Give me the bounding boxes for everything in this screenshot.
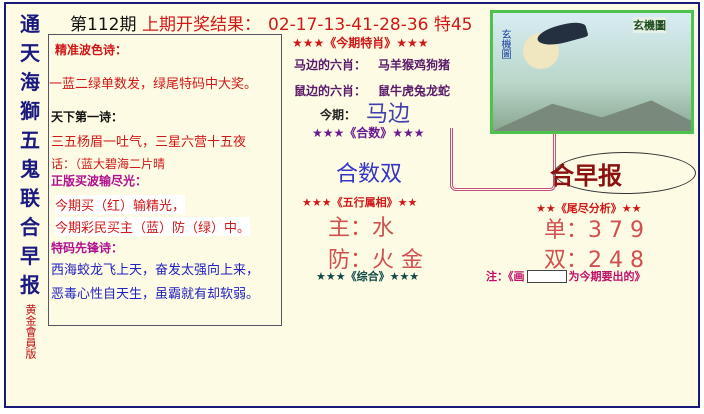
mountain-icon (493, 100, 691, 131)
side-char: 合 (20, 215, 40, 239)
zheng-poem-line: 今期买（红）输精光， (55, 195, 186, 214)
side-char: 獅 (20, 99, 40, 123)
side-subtitle: 黄金會員版 (24, 304, 37, 359)
zonghe-title: ★★★《综合》★★★ (316, 270, 420, 283)
note-suffix: 为今期要出的》 (568, 270, 646, 283)
weijin-even: 双：2 4 8 (544, 248, 644, 273)
first-poem-title: 天下第一诗： (51, 110, 124, 124)
ma-label: 马边的六肖： (294, 58, 367, 72)
side-char: 通 (20, 12, 40, 36)
tequ-title: ★★★《今期特肖》★★★ (292, 36, 429, 50)
shu-value: 鼠牛虎兔龙蛇 (378, 84, 451, 98)
heshu-title: ★★★《合数》★★★ (312, 126, 425, 140)
picture-logo: 玄機圖 (633, 17, 666, 33)
newspaper-card: 通 天 海 獅 五 鬼 联 合 早 报 黄金會員版 第112期 上期开奖结果： … (4, 2, 700, 408)
ma-value: 马羊猴鸡狗猪 (378, 58, 451, 72)
today-label: 今期： (320, 108, 357, 122)
side-char: 联 (20, 186, 40, 210)
poem-box: 精准波色诗： 一蓝二绿单数发，绿尾特码中大奖。 天下第一诗： 三五杨眉一吐气，三… (48, 34, 282, 326)
zheng-poem-title: 正版买波输尽光： (51, 174, 148, 188)
first-poem-line: 三五杨眉一吐气，三星六营十五夜 (51, 135, 247, 150)
wuxing-main: 主：水 (328, 216, 395, 241)
riddle-line: 话：（蓝大碧海二片晴 (51, 157, 166, 171)
tema-poem-title: 特码先锋诗： (51, 241, 124, 255)
note: 注：《画 为今期要出的》 (486, 268, 646, 284)
wave-poem-line: 一蓝二绿单数发，绿尾特码中大奖。 (49, 77, 258, 92)
picture-side-text: 玄機圖 (499, 29, 510, 59)
side-char: 海 (20, 70, 40, 94)
decorative-frame (450, 128, 556, 191)
zheng-poem-line: 今期彩民买主（蓝）防（绿）中。 (55, 217, 251, 236)
shu-label: 鼠边的六肖： (294, 84, 367, 98)
riddle-picture: 玄機圖 玄機圖 (490, 10, 694, 134)
last-result-label: 上期开奖结果： (142, 15, 261, 35)
last-result: 02-17-13-41-28-36 特45 (268, 15, 473, 35)
banner-ellipse (554, 152, 696, 194)
side-char: 天 (20, 41, 40, 65)
banner-title: 合早报 (550, 162, 622, 190)
side-char: 五 (20, 128, 40, 152)
side-title: 通 天 海 獅 五 鬼 联 合 早 报 黄金會員版 (16, 10, 44, 359)
side-char: 早 (20, 244, 40, 268)
issue-number: 第112期 (70, 15, 137, 35)
side-char: 报 (20, 273, 40, 297)
wave-poem-title: 精准波色诗： (55, 43, 128, 57)
wuxing-fang: 防：火 金 (328, 248, 423, 273)
note-prefix: 注：《画 (486, 270, 525, 283)
note-box (526, 269, 567, 283)
side-char: 鬼 (20, 157, 40, 181)
wuxing-title: ★★★《五行属相》★★ (302, 196, 418, 209)
weijin-odd: 单：3 7 9 (544, 218, 644, 243)
tema-poem-line: 恶毒心性自天生，虽霸就有却软弱。 (51, 287, 260, 302)
today-value: 马边 (366, 102, 411, 127)
tema-poem-line: 西海蛟龙飞上天，奋发太强向上来， (51, 263, 260, 278)
heshu-value: 合数双 (336, 162, 403, 187)
weijin-title: ★★《尾尽分析》★★ (536, 202, 642, 215)
